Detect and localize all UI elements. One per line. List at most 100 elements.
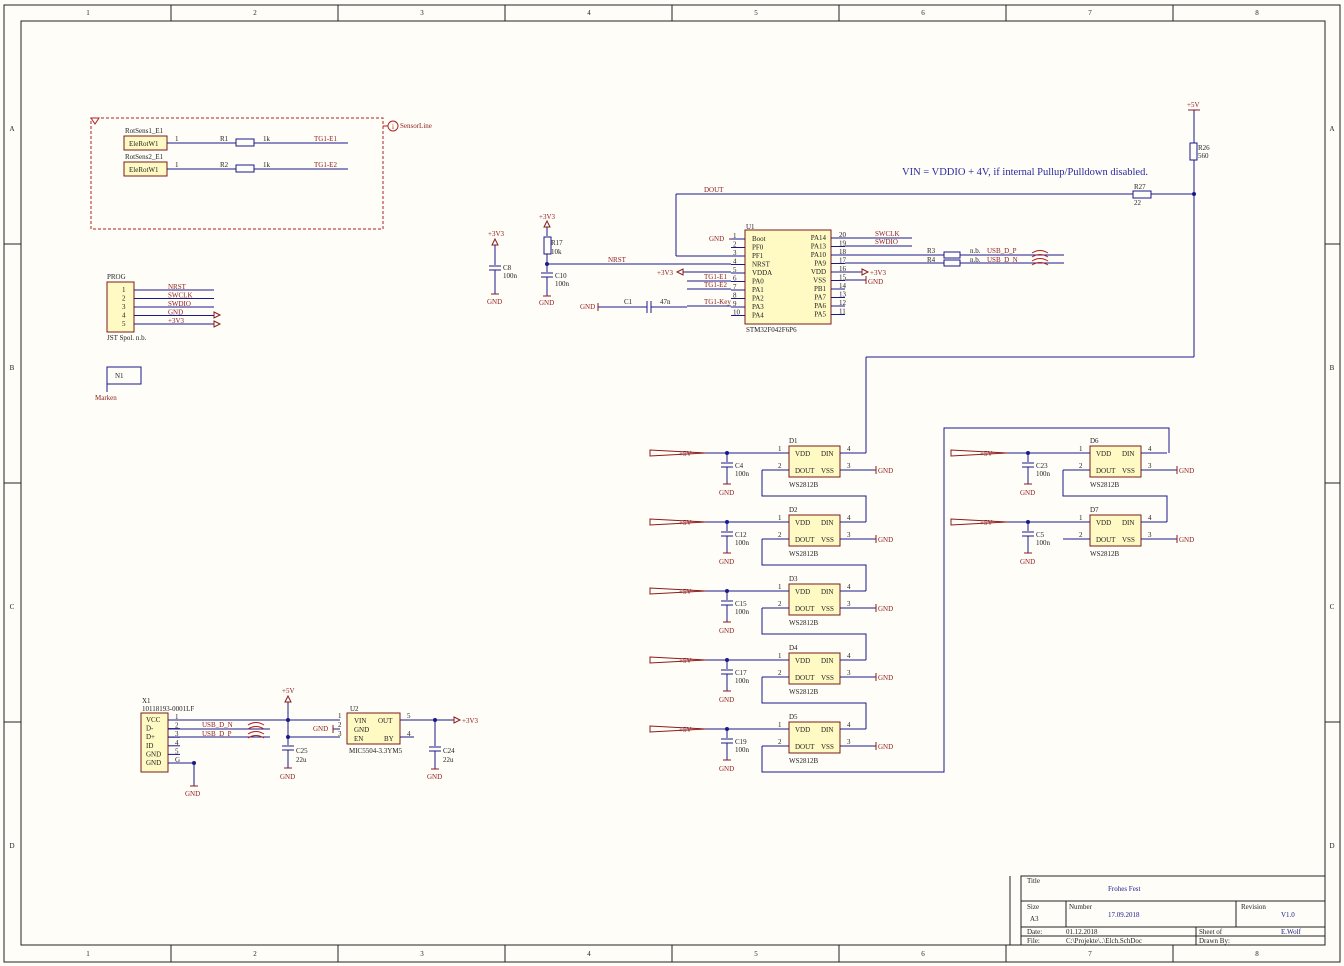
col-label-bottom: 8 bbox=[1255, 950, 1259, 958]
led-vss: VSS bbox=[821, 674, 834, 682]
net-pa1: TG1-E2 bbox=[704, 281, 727, 289]
r17-val: 10k bbox=[551, 248, 562, 256]
prog-desc: JST Spol. n.b. bbox=[107, 334, 147, 342]
led-ref: D4 bbox=[789, 644, 798, 652]
led-cap-gnd: GND bbox=[719, 696, 734, 704]
tb-revision: V1.0 bbox=[1281, 911, 1295, 919]
mcu-pin-num: 16 bbox=[839, 265, 847, 273]
led-p4: 4 bbox=[847, 652, 851, 660]
mcu-pin-name: PA9 bbox=[814, 260, 826, 268]
c8-supply: +3V3 bbox=[488, 230, 505, 238]
led-cap-val: 100n bbox=[735, 746, 750, 754]
mcu-pin-num: 4 bbox=[733, 258, 737, 266]
led-supply: +5V bbox=[980, 519, 993, 527]
led-p2: 2 bbox=[1079, 462, 1083, 470]
mcu-pin-name: PA2 bbox=[752, 295, 764, 303]
u2-ref: U2 bbox=[350, 705, 359, 713]
row-label-right: A bbox=[1329, 125, 1334, 133]
col-label-top: 3 bbox=[420, 9, 424, 17]
led-vss: VSS bbox=[821, 467, 834, 475]
x1-ref: X1 bbox=[142, 697, 151, 705]
mcu-pin-num: 8 bbox=[733, 292, 737, 300]
led-supply: +5V bbox=[679, 450, 692, 458]
led-dout: DOUT bbox=[795, 536, 815, 544]
led-p2: 2 bbox=[778, 462, 782, 470]
usb-pin-num: 1 bbox=[175, 713, 179, 721]
tb-file: C:\Projekte\..\Elch.SchDoc bbox=[1066, 937, 1142, 945]
led-supply: +5V bbox=[679, 726, 692, 734]
mcu-pin-num: 5 bbox=[733, 266, 737, 274]
led-vss: VSS bbox=[1122, 536, 1135, 544]
sens1-val: EleRotW1 bbox=[129, 140, 159, 148]
led-supply: +5V bbox=[980, 450, 993, 458]
r4-nb: n.b. bbox=[970, 256, 981, 264]
led-vdd: VDD bbox=[795, 519, 810, 527]
led-vdd: VDD bbox=[1096, 519, 1111, 527]
col-label-top: 2 bbox=[253, 9, 257, 17]
led-p1: 1 bbox=[778, 721, 782, 729]
led-p3: 3 bbox=[847, 669, 851, 677]
tb-number-label: Number bbox=[1069, 903, 1093, 911]
led-p3: 3 bbox=[847, 531, 851, 539]
led-part: WS2812B bbox=[789, 619, 819, 627]
tb-file-label: File: bbox=[1027, 937, 1040, 945]
sensor-block: i SensorLine RotSens1_E1 EleRotW1 1 R1 1… bbox=[90, 117, 432, 230]
r17-supply: +3V3 bbox=[539, 213, 556, 221]
c8-gnd: GND bbox=[487, 298, 502, 306]
col-label-bottom: 4 bbox=[587, 950, 591, 958]
net-pa3: TG1-Key bbox=[704, 298, 731, 306]
mcu-pin-name: VDDA bbox=[752, 269, 772, 277]
c1-val: 47n bbox=[660, 298, 671, 306]
row-label-left: D bbox=[9, 842, 14, 850]
mcu-pin-name: VDD bbox=[811, 268, 826, 276]
usb-pin-name: D- bbox=[146, 725, 154, 733]
usb-pin-name: VCC bbox=[146, 716, 161, 724]
mcu-pin-num: 14 bbox=[839, 282, 847, 290]
net-pa0: TG1-E1 bbox=[704, 273, 727, 281]
led-p4: 4 bbox=[847, 514, 851, 522]
usb-pin-name: GND bbox=[146, 759, 161, 767]
led-gnd: GND bbox=[878, 674, 893, 682]
led-cap-val: 100n bbox=[735, 470, 750, 478]
tb-size: A3 bbox=[1030, 915, 1039, 923]
r4-ref: R4 bbox=[927, 256, 936, 264]
led-gnd: GND bbox=[878, 605, 893, 613]
r26-val: 560 bbox=[1198, 152, 1209, 160]
led-cap-ref: C23 bbox=[1036, 462, 1048, 470]
led-cap-ref: C19 bbox=[735, 738, 747, 746]
led-cap-val: 100n bbox=[1036, 539, 1051, 547]
led-cap-gnd: GND bbox=[719, 558, 734, 566]
prog-net-3: GND bbox=[168, 309, 183, 317]
c24-val: 22u bbox=[443, 756, 454, 764]
led-cap-gnd: GND bbox=[719, 627, 734, 635]
led-p3: 3 bbox=[1148, 462, 1152, 470]
r27-ref: R27 bbox=[1134, 183, 1146, 191]
r1-val: 1k bbox=[263, 135, 271, 143]
led-ref: D6 bbox=[1090, 437, 1099, 445]
x1-part: 10118193-0001LF bbox=[142, 705, 194, 713]
usb-pin-num: 4 bbox=[175, 739, 179, 747]
vss-gnd: GND bbox=[868, 278, 883, 286]
led-vdd: VDD bbox=[795, 726, 810, 734]
u2-part: MIC5504-3.3YM5 bbox=[349, 747, 403, 755]
led-p3: 3 bbox=[847, 738, 851, 746]
row-label-left: C bbox=[10, 603, 15, 611]
led-part: WS2812B bbox=[1090, 481, 1120, 489]
net-tg1-e1: TG1-E1 bbox=[314, 135, 337, 143]
mcu-pin-name: PA3 bbox=[752, 303, 764, 311]
vdda-supply: +3V3 bbox=[657, 269, 674, 277]
tb-sheet-label: Sheet of bbox=[1199, 928, 1223, 936]
sens1-pin: 1 bbox=[175, 135, 179, 143]
usb-pin-num: 3 bbox=[175, 730, 179, 738]
led-din: DIN bbox=[821, 450, 833, 458]
net-tg1-e2: TG1-E2 bbox=[314, 161, 337, 169]
mcu-pin-num: 17 bbox=[839, 257, 847, 265]
tb-date-label: Date: bbox=[1027, 928, 1042, 936]
prog-pin-num: 2 bbox=[122, 295, 126, 303]
